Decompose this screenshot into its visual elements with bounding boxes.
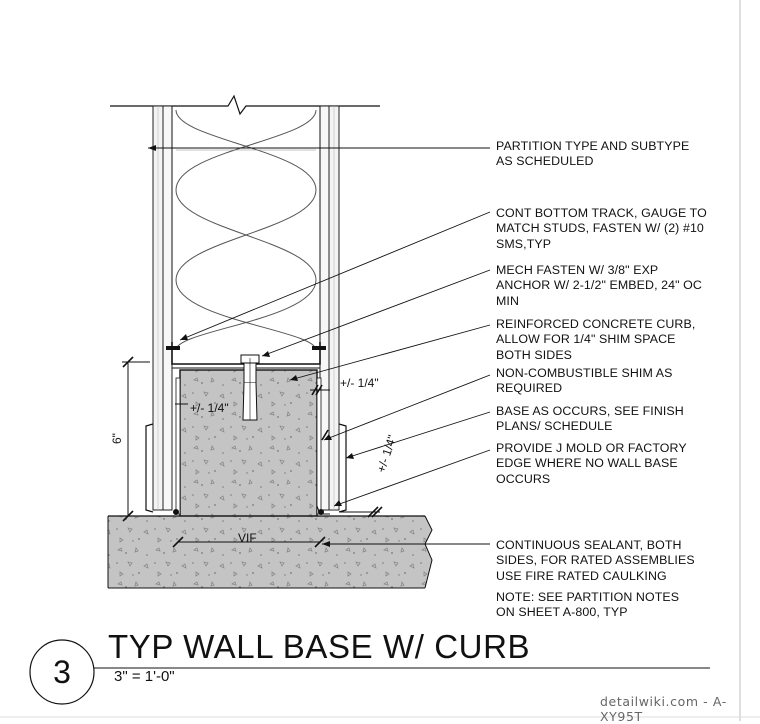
shim-right bbox=[316, 377, 322, 515]
dim-shim-left: +/- 1/4" bbox=[190, 401, 229, 415]
detail-number-bubble bbox=[29, 639, 95, 705]
expansion-anchor bbox=[240, 354, 260, 421]
shim-left bbox=[175, 377, 181, 515]
gypsum-board-left bbox=[152, 105, 173, 511]
dim-curb-height: 6" bbox=[110, 433, 124, 444]
note-mech-fasten: MECH FASTEN W/ 3/8" EXP ANCHOR W/ 2-1/2"… bbox=[496, 263, 702, 308]
sealant-left bbox=[173, 509, 179, 515]
detail-title: TYP WALL BASE W/ CURB bbox=[108, 628, 531, 665]
detail-number: 3 bbox=[53, 654, 71, 690]
insulation-batt bbox=[175, 109, 317, 351]
note-partition-type: PARTITION TYPE AND SUBTYPE AS SCHEDULED bbox=[496, 139, 690, 169]
note-concrete-curb: REINFORCED CONCRETE CURB, ALLOW FOR 1/4"… bbox=[496, 317, 696, 362]
wall-base bbox=[145, 423, 347, 513]
note-bottom-track: CONT BOTTOM TRACK, GAUGE TO MATCH STUDS,… bbox=[496, 206, 707, 251]
note-partition-notes: NOTE: SEE PARTITION NOTES ON SHEET A-800… bbox=[496, 590, 680, 620]
detail-scale: 3" = 1'-0" bbox=[114, 668, 175, 685]
note-shim: NON-COMBUSTIBLE SHIM AS REQUIRED bbox=[496, 366, 673, 396]
sealant-right bbox=[318, 509, 324, 515]
note-j-mold: PROVIDE J MOLD OR FACTORY EDGE WHERE NO … bbox=[496, 441, 687, 486]
leader-lines bbox=[148, 147, 491, 545]
break-line bbox=[110, 94, 380, 116]
note-base: BASE AS OCCURS, SEE FINISH PLANS/ SCHEDU… bbox=[496, 404, 684, 434]
watermark: detailwiki.com - A-XY95T bbox=[600, 694, 727, 724]
dim-vif: VIF bbox=[238, 531, 257, 545]
note-sealant: CONTINUOUS SEALANT, BOTH SIDES, FOR RATE… bbox=[496, 538, 695, 583]
gypsum-board-right bbox=[319, 105, 340, 511]
dim-shim-right: +/- 1/4" bbox=[340, 376, 379, 390]
